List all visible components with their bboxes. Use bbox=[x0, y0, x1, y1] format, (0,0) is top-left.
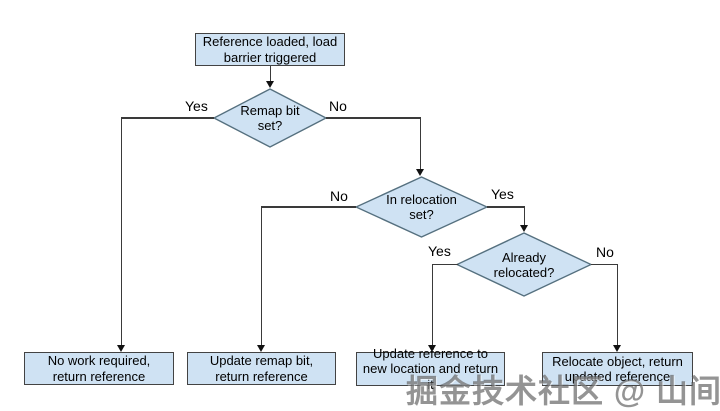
node-decision-already-relocated-label: Already relocated? bbox=[493, 249, 555, 280]
edge-label-remap-yes: Yes bbox=[185, 98, 208, 114]
edge-label-relocset-no: No bbox=[330, 188, 348, 204]
edge-already-yes bbox=[432, 263, 458, 265]
node-decision-relocation-set-label: In relocation set? bbox=[386, 192, 457, 222]
edge-relocset-no bbox=[260, 206, 262, 346]
arrowhead-icon bbox=[416, 169, 424, 176]
arrowhead-icon bbox=[520, 225, 528, 232]
watermark-text: 掘金技术社区 @ 山间小僧 bbox=[406, 373, 720, 409]
edge-already-no bbox=[616, 263, 618, 347]
edge-relocset-yes bbox=[487, 206, 525, 208]
node-decision-already-relocated: Already relocated? bbox=[456, 232, 592, 297]
edge-remap-yes bbox=[121, 117, 214, 119]
arrowhead-icon bbox=[257, 345, 265, 352]
node-update-remap-bit: Update remap bit, return reference bbox=[187, 352, 336, 385]
edge-already-no bbox=[591, 263, 618, 265]
node-decision-remap-bit: Remap bit set? bbox=[213, 88, 327, 148]
edge-already-yes bbox=[431, 263, 433, 347]
edge-label-remap-no: No bbox=[329, 98, 347, 114]
edge-relocset-yes bbox=[523, 206, 525, 227]
arrowhead-icon bbox=[117, 345, 125, 352]
edge-relocset-no bbox=[261, 206, 356, 208]
node-update-reference: Update reference to new location and ret… bbox=[356, 346, 505, 392]
edge-label-already-yes: Yes bbox=[428, 243, 451, 259]
arrowhead-icon bbox=[428, 345, 436, 352]
node-no-work-required: No work required, return reference bbox=[24, 352, 174, 385]
edge-label-already-no: No bbox=[596, 244, 614, 260]
edge-label-relocset-yes: Yes bbox=[491, 186, 514, 202]
node-relocate-object: Relocate object, return updated referenc… bbox=[542, 352, 693, 386]
edge-remap-no bbox=[326, 117, 421, 119]
arrowhead-icon bbox=[613, 345, 621, 352]
edge-start-to-remap bbox=[269, 66, 271, 82]
edge-remap-no bbox=[419, 117, 421, 170]
arrowhead-icon bbox=[266, 81, 274, 88]
diamond-shape-icon bbox=[456, 232, 592, 297]
edge-remap-yes bbox=[120, 117, 122, 346]
node-decision-remap-bit-label: Remap bit set? bbox=[240, 103, 300, 133]
diamond-shape-icon bbox=[355, 176, 488, 238]
node-decision-relocation-set: In relocation set? bbox=[355, 176, 488, 238]
node-start: Reference loaded, load barrier triggered bbox=[195, 33, 345, 66]
diamond-shape-icon bbox=[213, 88, 327, 148]
